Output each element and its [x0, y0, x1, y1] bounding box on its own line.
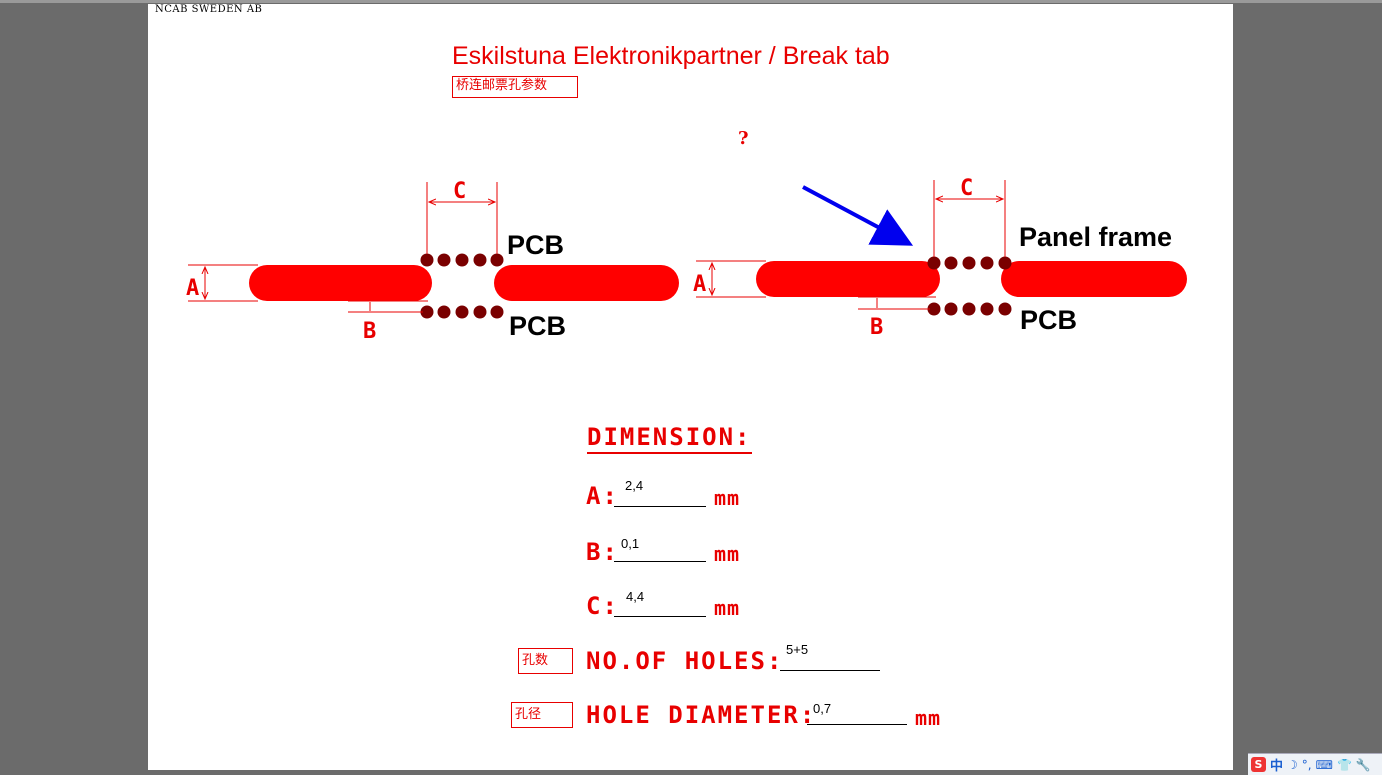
hole-diameter-value: 0,7: [813, 701, 832, 716]
right-hole: [944, 302, 958, 316]
left-hole: [420, 253, 434, 267]
left-label-b: B: [363, 319, 376, 344]
left-hole: [490, 253, 504, 267]
left-hole: [473, 305, 487, 319]
right-label-b: B: [870, 315, 883, 340]
right-hole: [980, 302, 994, 316]
moon-icon[interactable]: ☽: [1287, 757, 1298, 772]
page-title: Eskilstuna Elektronikpartner / Break tab: [452, 42, 890, 70]
right-label-a: A: [693, 272, 706, 297]
company-name: NCAB SWEDEN AB: [155, 4, 263, 15]
skin-icon[interactable]: 👕: [1336, 757, 1352, 772]
right-label-bottom: PCB: [1020, 305, 1077, 335]
left-slot-2: [494, 265, 679, 301]
right-diagram: C A B Panel frame PCB: [693, 176, 1187, 340]
dim-c-label: C:: [586, 592, 619, 620]
right-label-top: Panel frame: [1019, 222, 1172, 252]
tools-icon[interactable]: 🔧: [1355, 757, 1371, 772]
hole-diameter-label: HOLE DIAMETER:: [586, 701, 817, 729]
dim-b-value: 0,1: [621, 536, 640, 551]
ime-toolbar[interactable]: S 中 ☽ °, ⌨ 👕 🔧: [1248, 753, 1382, 775]
holes-count-cn-box: 孔数: [518, 648, 573, 674]
right-hole: [998, 256, 1012, 270]
right-hole: [927, 256, 941, 270]
left-diagram: C A B PCB PCB: [186, 179, 679, 344]
right-slot-2: [1001, 261, 1187, 297]
dim-b-unit: mm: [714, 542, 741, 566]
left-hole: [455, 305, 469, 319]
hole-diameter-underline: [807, 724, 907, 725]
holes-count-value: 5+5: [786, 642, 809, 657]
left-hole: [473, 253, 487, 267]
window-top-edge: [0, 0, 1382, 3]
left-hole: [490, 305, 504, 319]
punctuation-icon[interactable]: °,: [1301, 757, 1312, 772]
hole-diameter-cn-box: 孔径: [511, 702, 573, 728]
left-hole: [420, 305, 434, 319]
keyboard-icon[interactable]: ⌨: [1315, 757, 1333, 772]
right-hole: [962, 256, 976, 270]
left-slot-1: [249, 265, 432, 301]
left-hole: [437, 305, 451, 319]
question-mark: ?: [738, 128, 749, 149]
blue-arrow-icon: [802, 185, 914, 246]
dim-c-underline: [614, 616, 706, 617]
dim-a-label: A:: [586, 482, 619, 510]
dim-c-unit: mm: [714, 596, 741, 620]
right-slot-1: [756, 261, 940, 297]
left-hole: [455, 253, 469, 267]
break-tab-diagrams: C A B PCB PCB: [186, 176, 1187, 344]
left-label-bottom: PCB: [509, 311, 566, 341]
right-hole: [962, 302, 976, 316]
left-hole: [437, 253, 451, 267]
dim-c-value: 4,4: [626, 589, 645, 604]
right-hole: [927, 302, 941, 316]
left-label-top: PCB: [507, 230, 564, 260]
right-hole: [980, 256, 994, 270]
right-label-c: C: [960, 176, 973, 201]
left-label-c: C: [453, 179, 466, 204]
right-hole: [944, 256, 958, 270]
right-hole: [998, 302, 1012, 316]
holes-count-label: NO.OF HOLES:: [586, 647, 784, 675]
dim-b-underline: [614, 561, 706, 562]
dimension-heading: DIMENSION:: [587, 422, 752, 454]
dim-b-label: B:: [586, 538, 619, 566]
left-label-a: A: [186, 276, 199, 301]
ime-language-toggle[interactable]: 中: [1270, 759, 1284, 774]
hole-diameter-unit: mm: [915, 706, 942, 730]
dim-a-unit: mm: [714, 486, 741, 510]
holes-count-underline: [780, 670, 880, 671]
sogou-ime-icon[interactable]: S: [1251, 757, 1266, 772]
dim-a-value: 2,4: [625, 478, 644, 493]
subtitle-cn-box: 桥连邮票孔参数: [452, 76, 578, 98]
dim-a-underline: [614, 506, 706, 507]
drawing-page: NCAB SWEDEN AB Eskilstuna Elektronikpart…: [148, 4, 1233, 770]
